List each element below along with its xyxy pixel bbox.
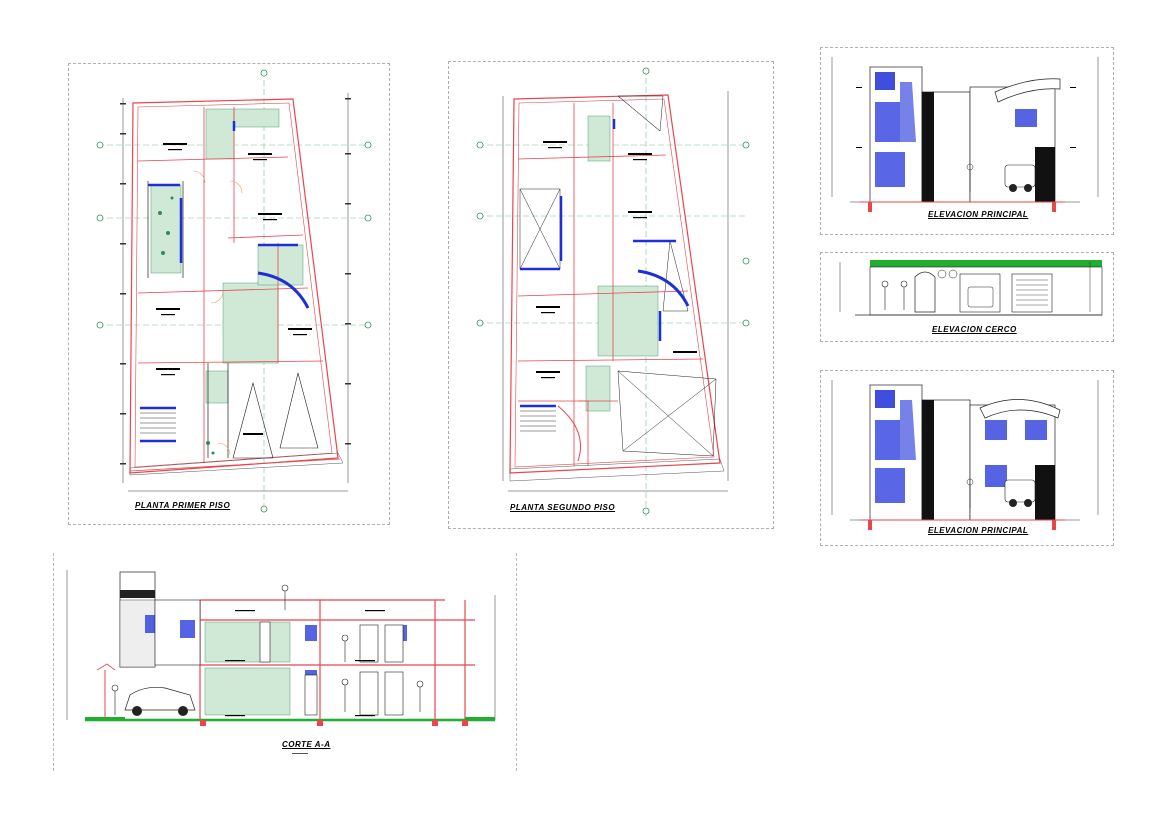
elevation-principal-top: [820, 47, 1112, 233]
elevation-top-title: ELEVACION PRINCIPAL: [928, 210, 1029, 219]
elevation-cerco: [820, 252, 1112, 340]
section-sheet-left-border: [53, 553, 54, 771]
section-corte-a-a: [55, 560, 515, 735]
elevation-fence-title: ELEVACION CERCO: [932, 325, 1017, 334]
section-sheet-right-border: [516, 553, 517, 771]
first-floor-plan: [68, 63, 388, 523]
second-floor-plan: [448, 61, 772, 527]
elevation-bottom-title: ELEVACION PRINCIPAL: [928, 526, 1029, 535]
second-floor-title: PLANTA SEGUNDO PISO: [510, 503, 616, 512]
elevation-principal-bottom: [820, 370, 1112, 544]
first-floor-title: PLANTA PRIMER PISO: [135, 501, 231, 510]
section-scale-mark: [292, 753, 308, 754]
section-title: CORTE A-A: [282, 740, 331, 749]
